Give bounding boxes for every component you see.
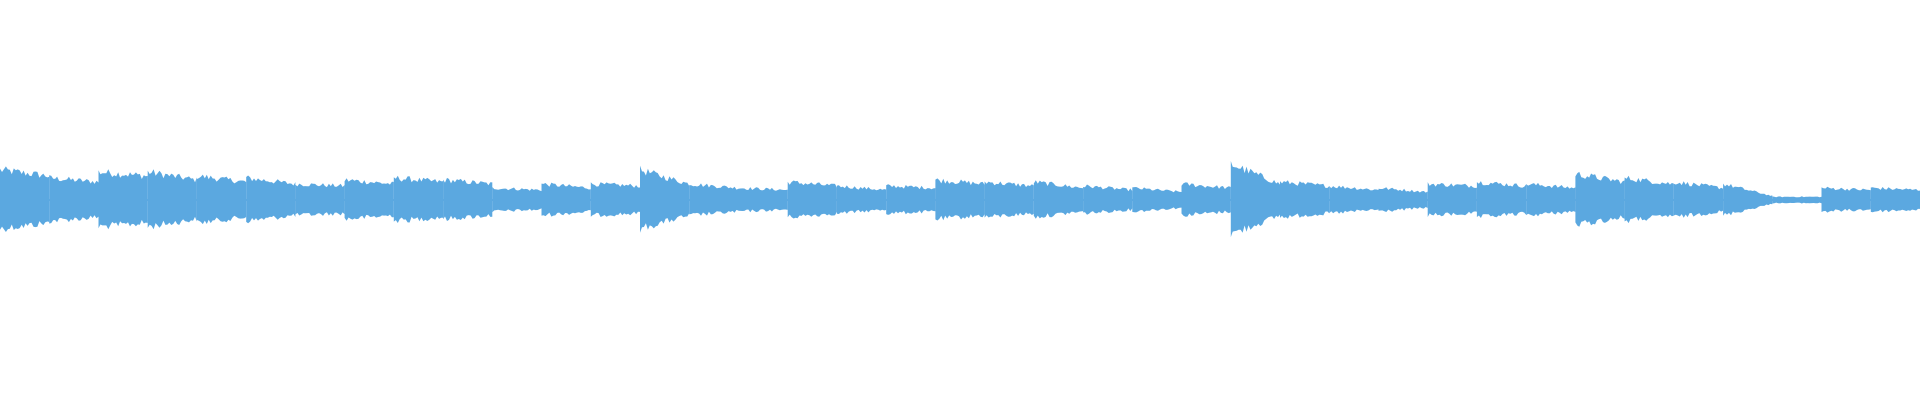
waveform-center-line [0, 199, 1920, 201]
